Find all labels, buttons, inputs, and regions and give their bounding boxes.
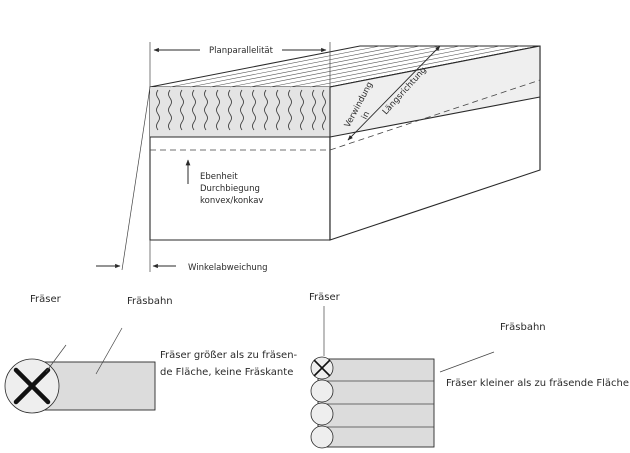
label-verwindung-in: in <box>360 110 372 122</box>
label-planparallelitaet: Planparallelität <box>209 46 274 56</box>
cutter-small-4 <box>310 425 334 449</box>
diagram-small-cutter <box>310 306 495 449</box>
cutter-small-3 <box>310 402 334 426</box>
workpiece-block <box>149 45 541 241</box>
label-fraeser-right: Fräser <box>309 292 341 303</box>
label-konvex-konkav: konvex/konkav <box>200 196 263 206</box>
workpiece-right <box>317 358 435 448</box>
planparallelitaet-dimension <box>149 42 331 87</box>
label-durchbiegung: Durchbiegung <box>200 184 260 194</box>
tool-marks-front <box>156 89 326 131</box>
cutter-x-mark <box>13 367 51 405</box>
label-winkelabweichung: Winkelabweichung <box>188 263 268 273</box>
cutter-small-x-mark <box>313 359 331 377</box>
winkelabweichung-dimension <box>96 86 176 272</box>
label-fraesbahn-left: Fräsbahn <box>127 296 173 307</box>
caption-right: Fräser kleiner als zu fräsende Fläche <box>446 378 629 389</box>
label-ebenheit: Ebenheit <box>200 172 238 182</box>
verwindung-arrow <box>347 45 441 141</box>
label-fraeser-left: Fräser <box>30 294 62 305</box>
label-fraesbahn-right: Fräsbahn <box>500 322 546 333</box>
caption-left-line2: de Fläche, keine Fräskante <box>160 367 293 378</box>
diagram-large-cutter <box>4 327 156 414</box>
milled-layer-front <box>150 87 330 137</box>
cutter-small-2 <box>310 379 334 403</box>
caption-left-line1: Fräser größer als zu fräsen- <box>160 350 298 361</box>
